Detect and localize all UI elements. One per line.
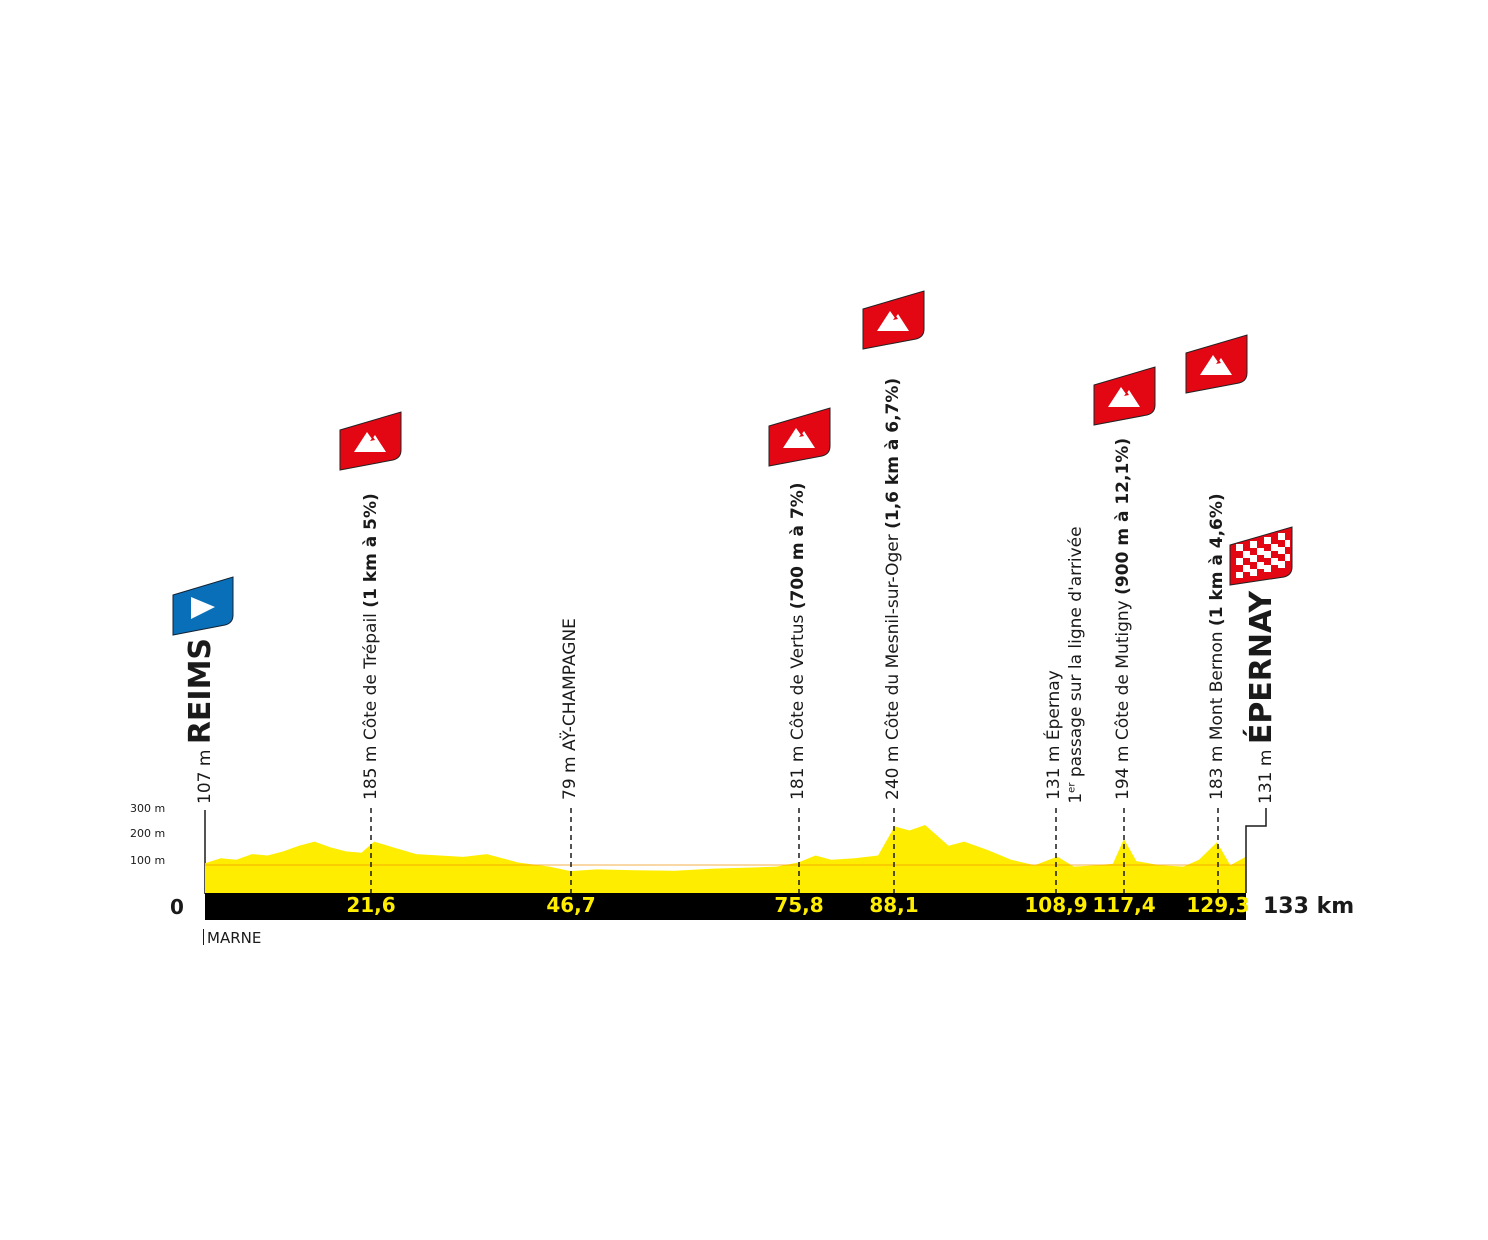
waypoint-label: 185 m Côte de Trépail (1 km à 5%)	[361, 493, 381, 800]
climb-flag-icon	[1093, 366, 1156, 426]
total-distance: 133 km	[1263, 894, 1355, 919]
arrival-altitude: 131 m	[1256, 749, 1276, 804]
departure-altitude: 107 m	[195, 749, 215, 804]
y-tick-200: 200 m	[130, 827, 166, 840]
departure-label: 107 m REIMS	[183, 638, 218, 804]
finish-marker	[1245, 808, 1267, 893]
finish-flag-icon	[1229, 526, 1293, 586]
km-label: 21,6	[346, 893, 396, 917]
km-label: 88,1	[869, 893, 919, 917]
department-label: MARNE	[203, 929, 261, 947]
climb-flag-icon	[768, 407, 831, 467]
waypoint-label: 194 m Côte de Mutigny (900 m à 12,1%)	[1113, 437, 1133, 800]
waypoint-label: 79 m AŸ-CHAMPAGNE	[560, 618, 580, 800]
arrival-label: 131 m ÉPERNAY	[1244, 591, 1279, 804]
waypoint-label: 181 m Côte de Vertus (700 m à 7%)	[788, 482, 808, 800]
waypoint-label: 131 m Épernay	[1044, 670, 1064, 800]
start-flag-icon	[172, 576, 234, 636]
km-label: 46,7	[546, 893, 596, 917]
elevation-area	[205, 825, 1246, 893]
waypoint-label: 240 m Côte du Mesnil-sur-Oger (1,6 km à …	[883, 377, 903, 800]
y-tick-300: 300 m	[130, 802, 166, 815]
y-tick-100: 100 m	[130, 854, 166, 867]
start-km: 0	[170, 895, 184, 919]
km-label: 108,9	[1024, 893, 1088, 917]
waypoint-label-line2: 1er passage sur la ligne d'arrivée	[1066, 526, 1086, 804]
waypoint-label: 183 m Mont Bernon (1 km à 4,6%)	[1207, 493, 1227, 800]
km-label: 75,8	[774, 893, 824, 917]
climb-flag-icon	[339, 411, 402, 471]
distance-bar	[205, 893, 1246, 920]
departure-town: REIMS	[183, 637, 218, 745]
km-label: 117,4	[1092, 893, 1156, 917]
climb-flag-icon	[862, 290, 925, 350]
climb-flag-icon	[1185, 334, 1248, 394]
arrival-town: ÉPERNAY	[1244, 590, 1279, 745]
km-label: 129,3	[1186, 893, 1250, 917]
